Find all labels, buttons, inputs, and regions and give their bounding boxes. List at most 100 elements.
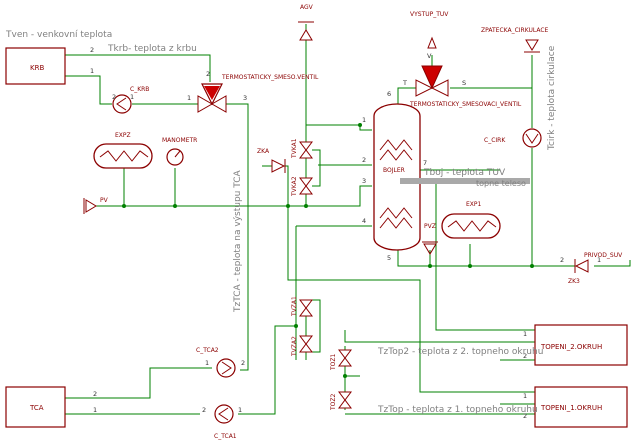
pv-valve: PV — [83, 197, 109, 214]
pin-label: 2 — [560, 256, 564, 264]
pin-label: 1 — [93, 406, 97, 414]
annotation-tztop2: TzTop2 - teplota z 2. topneho okruhu — [377, 347, 543, 357]
pin-label: 2 — [206, 70, 210, 78]
junction-dot — [286, 204, 290, 208]
pin-label: 5 — [387, 254, 391, 262]
c-tca2-label: C_TCA2 — [196, 347, 219, 354]
c-cirk-pump: C_CIRK — [484, 128, 542, 148]
annotation-tboj: Tboj - teplota TUV — [423, 168, 506, 178]
pipe-bojler-5 — [397, 248, 560, 267]
pin-label: 2 — [112, 93, 116, 101]
pin-label: 3 — [362, 177, 366, 185]
junction-dot — [304, 204, 308, 208]
annotation-tven: Tven - venkovní teplota — [5, 30, 112, 40]
pv-label: PV — [100, 197, 109, 204]
annotation-tztca: TzTCA - teplota na výstupu TCA — [233, 170, 243, 313]
privod-label: PRIVOD_SUV — [584, 252, 623, 259]
zk3-valve: ZK3 PRIVOD_SUV 2 1 — [560, 252, 623, 285]
topne-teleso-bar — [400, 178, 530, 184]
manometr-gauge: MANOMETR — [162, 137, 197, 166]
ventil1-label: TERMOSTATICKY_SMESO.VENTIL — [221, 74, 319, 81]
junction-dot — [358, 123, 362, 127]
pin-label: T — [402, 79, 407, 87]
tvka-valves: TVKA1 TVKA2 — [291, 138, 321, 197]
junction-dot — [294, 324, 298, 328]
tvka1-label: TVKA1 — [291, 138, 298, 159]
c-tca1-pump: C_TCA1 2 1 — [202, 404, 242, 440]
pipe-privod — [594, 260, 631, 267]
agv-label: AGV — [300, 4, 314, 11]
pin-label: V — [427, 52, 432, 60]
junction-dot — [343, 374, 347, 378]
junction-dot — [428, 264, 432, 268]
pipe-krb-return — [65, 75, 112, 105]
pipe-main-header — [96, 185, 372, 207]
c-tca1-label: C_TCA1 — [214, 433, 237, 440]
junction-dot — [173, 204, 177, 208]
exp1-tank: EXP1 — [441, 201, 501, 239]
toz2-label: TOZ2 — [330, 394, 337, 411]
pipe-zka-drop — [285, 165, 289, 206]
zka-valve: ZKA — [257, 148, 286, 173]
pin-label: 1 — [130, 93, 134, 101]
topeni1-label: TOPENI_1.OKRUH — [540, 404, 602, 412]
pin-label: 1 — [597, 256, 601, 264]
pin-label: 2 — [202, 406, 206, 414]
pipe-ctca1 — [238, 325, 296, 415]
pin-label: 1 — [205, 359, 209, 367]
pipe-tca-2 — [65, 367, 212, 399]
pin-label: 6 — [387, 90, 391, 98]
zpatecka-symbol: ZPATECKA_CIRKULACE — [481, 27, 549, 53]
block-topeni1: TOPENI_1.OKRUH 1 2 — [523, 386, 628, 428]
agv-symbol: AGV — [298, 4, 314, 41]
zpatecka-label: ZPATECKA_CIRKULACE — [481, 27, 549, 34]
bojler-label: BOJLER — [383, 167, 405, 174]
expz-tank: EXPZ — [93, 132, 153, 169]
block-tca: TCA 2 1 — [5, 386, 97, 428]
pin-label: 1 — [238, 406, 242, 414]
pvz-label: PVZ — [424, 223, 436, 230]
exp1-label: EXP1 — [466, 201, 482, 208]
junction-dot — [530, 264, 534, 268]
annotation-tcirk: Tcirk - teplota cirkulace — [547, 45, 557, 151]
tvza1-label: TVZA1 — [291, 296, 298, 317]
c-tca2-pump: C_TCA2 1 2 — [196, 347, 245, 378]
block-topeni2: TOPENI_2.OKRUH 1 2 — [523, 324, 628, 366]
zk3-label: ZK3 — [568, 278, 580, 285]
junction-dot — [122, 204, 126, 208]
manometr-label: MANOMETR — [162, 137, 197, 144]
junction-dot — [468, 264, 472, 268]
tvza2-label: TVZA2 — [291, 336, 298, 357]
pipe-krb-out — [65, 54, 211, 82]
pin-label: 1 — [362, 116, 366, 124]
pipe-top-header — [306, 124, 372, 131]
c-cirk-label: C_CIRK — [484, 137, 506, 144]
vystup-tuv-label: VYSTUP_TUV — [410, 11, 449, 18]
pin-label: 1 — [90, 67, 94, 75]
toz1-label: TOZ1 — [330, 354, 337, 371]
pvz-valve: PVZ — [422, 223, 438, 255]
mixing-valve-1: TERMOSTATICKY_SMESO.VENTIL 2 1 3 — [187, 70, 319, 113]
topeni2-label: TOPENI_2.OKRUH — [540, 343, 602, 351]
pipe-tvza-loop — [306, 299, 321, 353]
block-krb: KRB 2 1 — [5, 46, 94, 85]
c-krb-label: C_KRB — [130, 86, 149, 93]
pin-label: 1 — [523, 392, 527, 400]
pin-label: 2 — [90, 46, 94, 54]
tvka2-label: TVKA2 — [291, 176, 298, 197]
pin-label: 2 — [93, 390, 97, 398]
tca-label: TCA — [29, 404, 44, 412]
toz-valves: TOZ1 TOZ2 — [330, 349, 352, 411]
pin-label: 3 — [243, 94, 247, 102]
pin-label: 2 — [362, 156, 366, 164]
expz-label: EXPZ — [115, 132, 131, 139]
zka-label: ZKA — [257, 148, 270, 155]
pin-label: 4 — [362, 217, 366, 225]
bojler: BOJLER 6 1 2 3 4 5 7 — [362, 90, 427, 262]
pin-label: 2 — [523, 412, 527, 420]
pin-label: S — [462, 79, 466, 87]
pipe-toz-top — [344, 330, 535, 343]
c-krb-pump: C_KRB 2 1 — [112, 86, 149, 114]
